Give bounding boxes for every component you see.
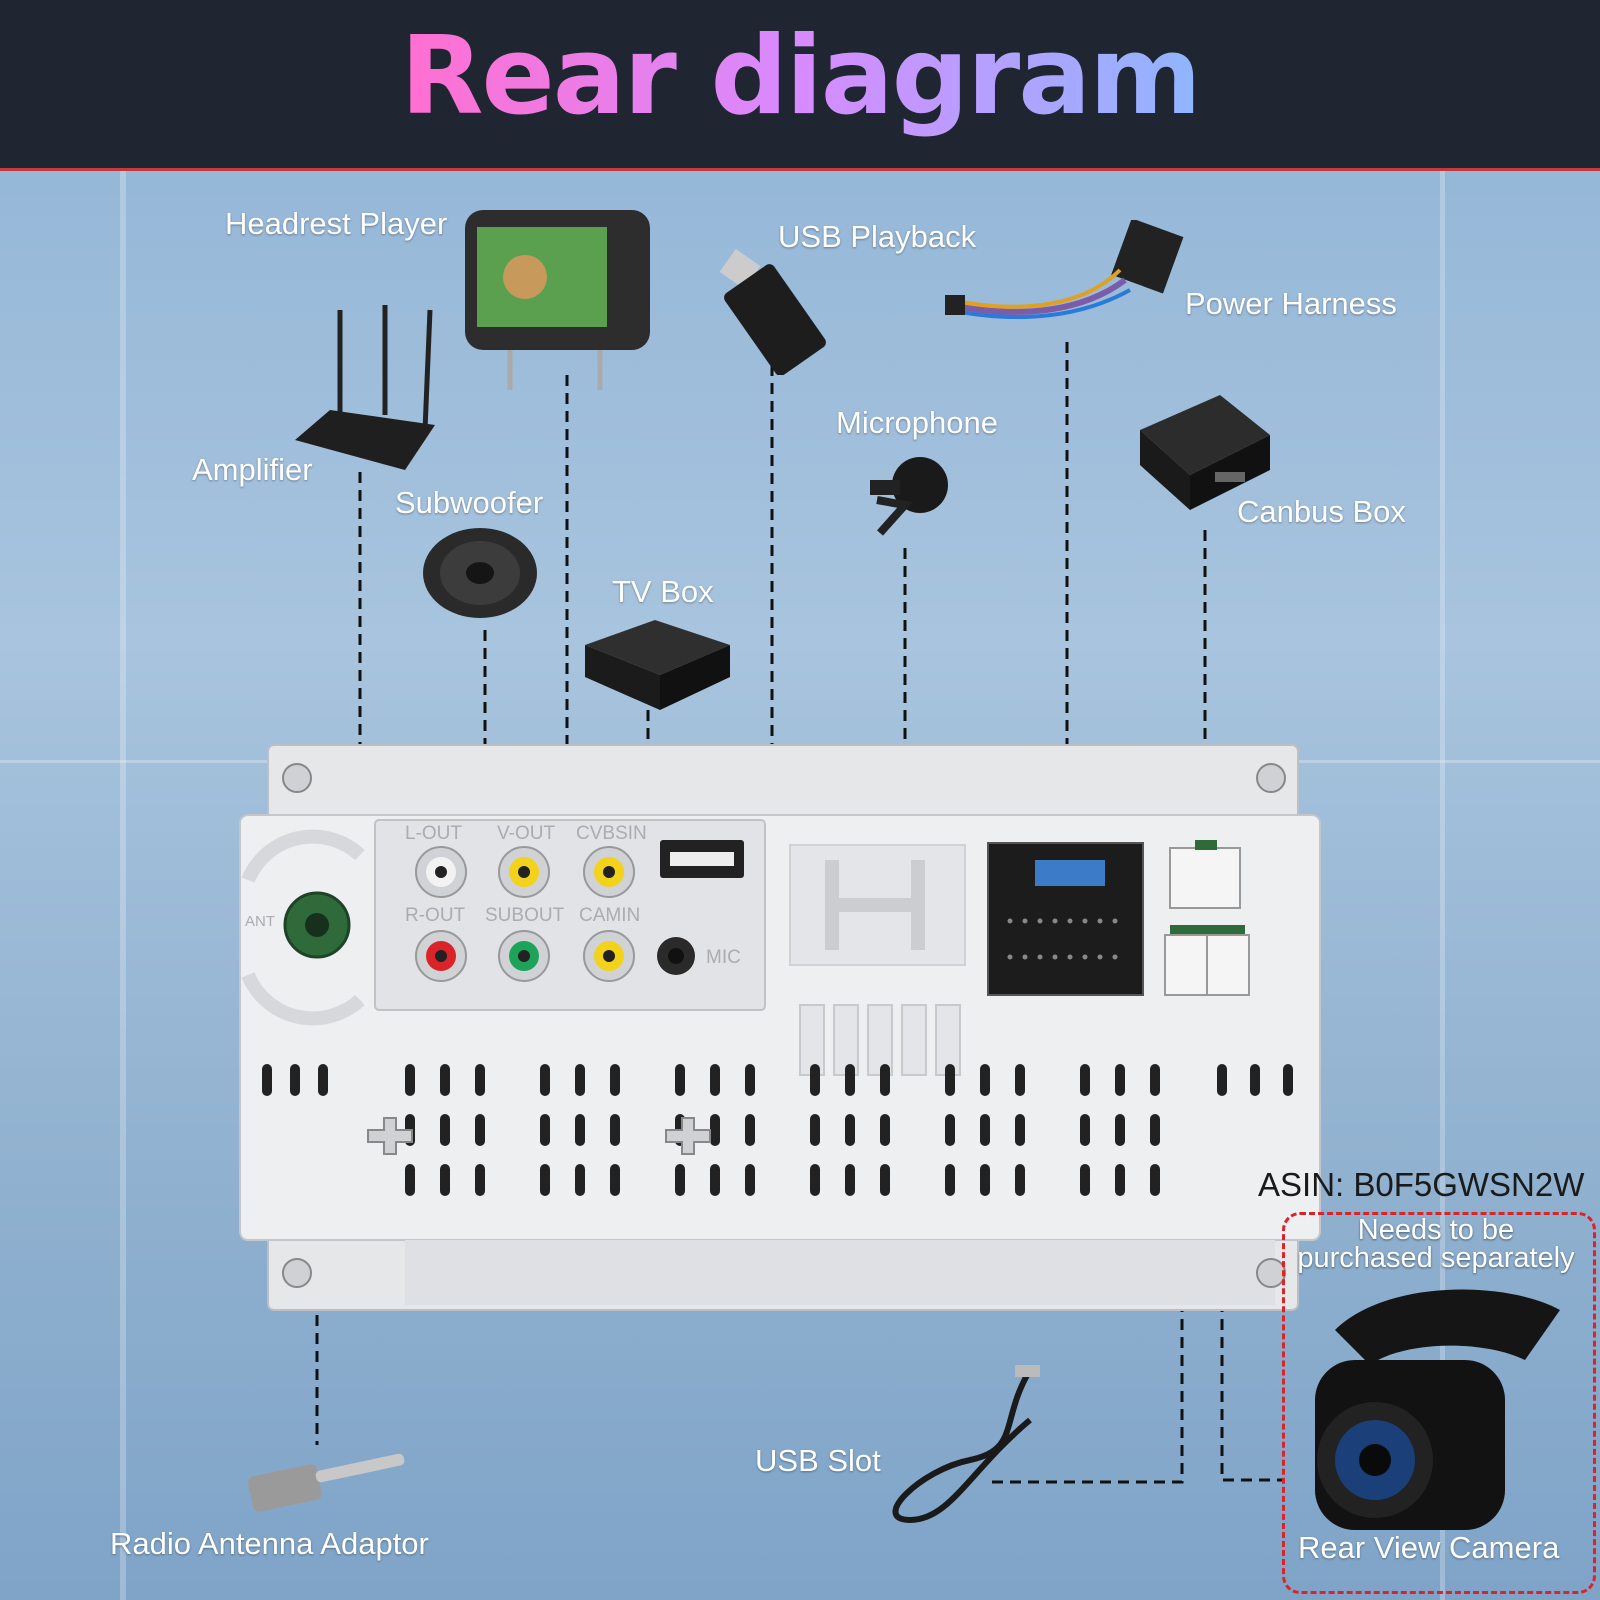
amplifier-icon: [295, 305, 435, 470]
usb-slot-label: USB Slot: [755, 1443, 881, 1478]
vent-slot: [440, 1114, 450, 1146]
subwoofer-icon: [423, 528, 537, 618]
radio-antenna-adaptor-icon: [248, 1453, 405, 1512]
page-title: Rear diagram: [0, 14, 1600, 139]
vent-slot: [610, 1164, 620, 1196]
vent-slot: [845, 1114, 855, 1146]
vent-slot: [745, 1114, 755, 1146]
vent-slot: [262, 1064, 272, 1096]
port-label-camin: CAMIN: [579, 905, 641, 926]
vent-slot: [1115, 1114, 1125, 1146]
vent-slot: [710, 1064, 720, 1096]
vent-slot: [1283, 1064, 1293, 1096]
port-label-ant: ANT: [245, 913, 275, 930]
vent-slot: [810, 1064, 820, 1096]
header-bar: Rear diagram: [0, 0, 1600, 171]
vent-slot: [1080, 1114, 1090, 1146]
microphone-icon: [870, 457, 948, 536]
vent-slot: [710, 1114, 720, 1146]
separate-purchase-box: [1282, 1212, 1596, 1594]
vent-slot: [1115, 1064, 1125, 1096]
vent-slot: [610, 1064, 620, 1096]
vent-slot: [1150, 1114, 1160, 1146]
amplifier-label: Amplifier: [192, 452, 313, 487]
vent-slot: [945, 1164, 955, 1196]
vent-slot: [475, 1164, 485, 1196]
background-streak: [120, 170, 126, 1600]
vent-slot: [1150, 1064, 1160, 1096]
vent-slot: [880, 1114, 890, 1146]
screw-icon: [282, 763, 1286, 1288]
vent-slot: [1217, 1064, 1227, 1096]
vent-slot: [845, 1064, 855, 1096]
headrest-player-label: Headrest Player: [225, 206, 448, 241]
vent-slot: [610, 1114, 620, 1146]
vent-slot: [318, 1064, 328, 1096]
vent-slot: [475, 1064, 485, 1096]
vent-slot: [880, 1064, 890, 1096]
vent-slot: [475, 1114, 485, 1146]
vent-slot: [575, 1164, 585, 1196]
vent-slot: [945, 1114, 955, 1146]
vent-slot: [810, 1164, 820, 1196]
vent-slot: [540, 1164, 550, 1196]
canbus-box-icon: [1140, 395, 1270, 510]
usb-slot-icon: [892, 1365, 1040, 1524]
port-label-v-out: V-OUT: [497, 823, 556, 844]
usb-playback-icon: [719, 248, 826, 375]
vent-slot: [1080, 1064, 1090, 1096]
vent-slot: [575, 1064, 585, 1096]
vent-slot: [880, 1164, 890, 1196]
rear-view-camera-label: Rear View Camera: [1298, 1530, 1560, 1565]
radio-antenna-adaptor-label: Radio Antenna Adaptor: [110, 1526, 429, 1561]
tv-box-label: TV Box: [612, 574, 714, 609]
background-streak: [1440, 170, 1445, 1600]
vent-slot: [440, 1164, 450, 1196]
vent-slot: [1250, 1064, 1260, 1096]
vent-slot: [290, 1064, 300, 1096]
vent-slot: [810, 1114, 820, 1146]
vent-slot: [440, 1064, 450, 1096]
port-label-r-out: R-OUT: [405, 905, 466, 926]
vent-slot: [745, 1164, 755, 1196]
vent-slot: [980, 1064, 990, 1096]
vent-slot: [945, 1064, 955, 1096]
vent-slot: [710, 1164, 720, 1196]
power-harness-icon: [945, 220, 1184, 319]
vent-slot: [1080, 1164, 1090, 1196]
vent-slot: [540, 1064, 550, 1096]
vent-slot: [845, 1164, 855, 1196]
headrest-player-icon: [465, 210, 650, 390]
vent-slot: [1150, 1164, 1160, 1196]
vent-slot: [980, 1114, 990, 1146]
vent-slot: [1015, 1064, 1025, 1096]
canbus-box-label: Canbus Box: [1237, 494, 1406, 529]
subwoofer-label: Subwoofer: [395, 485, 544, 520]
power-harness-label: Power Harness: [1185, 286, 1397, 321]
vent-slot: [745, 1064, 755, 1096]
vent-slot: [405, 1064, 415, 1096]
vent-slot: [675, 1164, 685, 1196]
vent-slot: [980, 1164, 990, 1196]
vent-slot: [405, 1164, 415, 1196]
vent-slot: [540, 1114, 550, 1146]
separate-purchase-note: Needs to be purchased separately: [1297, 1214, 1575, 1274]
vent-slot: [675, 1064, 685, 1096]
vent-slot: [1015, 1114, 1025, 1146]
vent-slot: [1115, 1164, 1125, 1196]
vent-slot: [575, 1114, 585, 1146]
port-label-subout: SUBOUT: [485, 905, 565, 926]
vent-slot: [1015, 1164, 1025, 1196]
port-label-cvbsin: CVBSIN: [576, 823, 647, 844]
tv-box-icon: [585, 620, 730, 710]
rear-view-camera-icon: [1315, 1289, 1560, 1530]
port-label-mic: MIC: [706, 947, 741, 968]
microphone-label: Microphone: [836, 405, 998, 440]
port-label-l-out: L-OUT: [405, 823, 462, 844]
asin-text: ASIN: B0F5GWSN2W: [1258, 1166, 1585, 1203]
usb-playback-label: USB Playback: [778, 219, 977, 254]
